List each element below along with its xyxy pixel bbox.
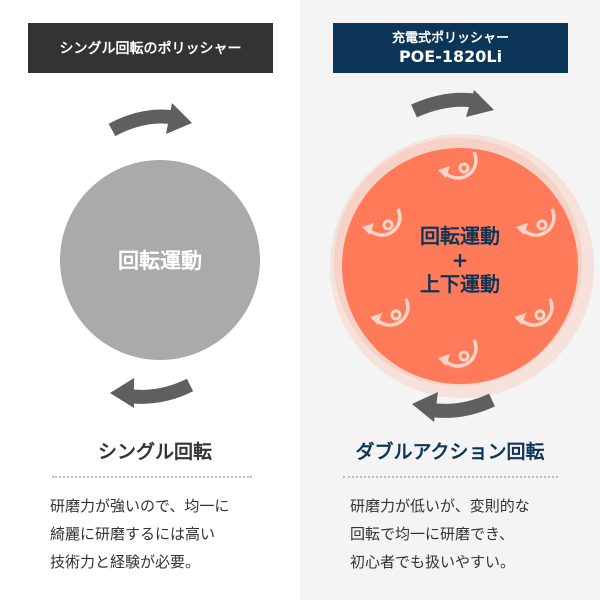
rotation-arrow-bottom-left — [127, 378, 194, 404]
double-disc-text: 回転運動 + 上下運動 — [360, 224, 560, 296]
product-type: 充電式ポリッシャー — [391, 31, 509, 46]
single-rotation-disc — [60, 160, 260, 360]
single-rotation-description: 研磨力が強いので、均一に 綺麗に研磨するには高い 技術力と経験が必要。 — [50, 492, 229, 576]
description-line: 技術力と経験が必要。 — [50, 553, 201, 571]
rotation-motion-text: 回転運動 — [420, 224, 500, 248]
plus-text: + — [451, 248, 469, 272]
vertical-motion-text: 上下運動 — [420, 272, 500, 296]
description-line: 初心者でも扱いやすい。 — [350, 553, 516, 571]
description-line: 回転で均一に研磨でき、 — [350, 525, 514, 543]
double-action-heading: ダブルアクション回転 — [355, 441, 545, 463]
divider — [52, 476, 252, 478]
description-line: 研磨力が強いので、均一に — [50, 497, 230, 515]
single-rotation-label: シングル回転のポリッシャー — [28, 23, 273, 73]
single-rotation-heading: シングル回転 — [97, 441, 212, 463]
product-label: 充電式ポリッシャー POE-1820Li — [333, 23, 568, 73]
divider — [343, 476, 558, 478]
rotation-arrow-bottom-right — [431, 393, 495, 418]
product-model: POE-1820Li — [398, 47, 503, 66]
double-action-disc — [342, 148, 578, 384]
single-disc-text: 回転運動 — [118, 249, 202, 273]
double-action-description: 研磨力が低いが、変則的な 回転で均一に研磨でき、 初心者でも扱いやすい。 — [350, 492, 530, 576]
description-line: 綺麗に研磨するには高い — [50, 525, 216, 543]
description-line: 研磨力が低いが、変則的な — [350, 497, 530, 515]
